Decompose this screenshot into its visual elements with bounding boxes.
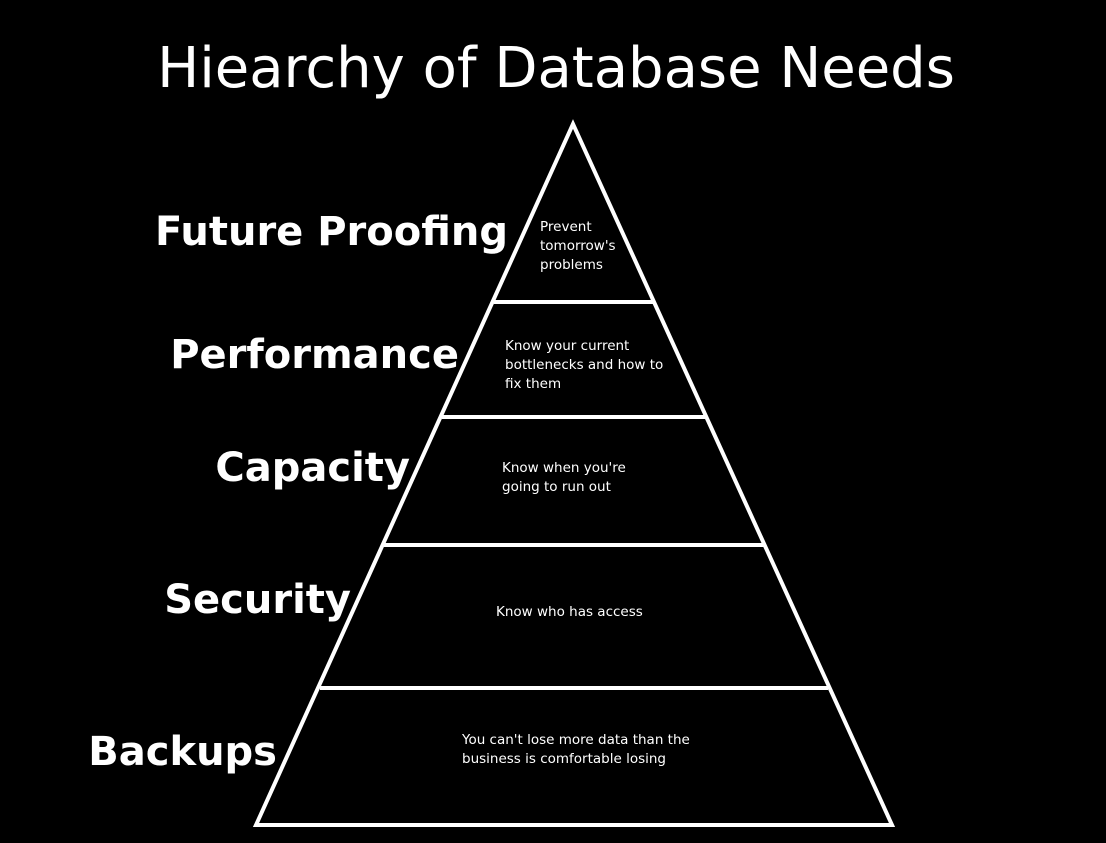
tier-description-capacity: Know when you're going to run out [502, 460, 626, 495]
tier-label-security: Security [164, 577, 351, 623]
tier-label-performance: Performance [170, 332, 459, 378]
diagram-title: Hiearchy of Database Needs [157, 36, 955, 101]
tier-label-future-proofing: Future Proofing [155, 209, 508, 255]
tier-description-security: Know who has access [496, 604, 643, 620]
pyramid-triangle [252, 119, 896, 827]
tier-label-backups: Backups [88, 729, 277, 775]
tier-description-backups: You can't lose more data than the busine… [462, 732, 690, 767]
tier-label-capacity: Capacity [215, 445, 410, 491]
tier-description-performance: Know your current bottlenecks and how to… [505, 338, 664, 392]
tier-description-future-proofing: Prevent tomorrow's problems [540, 219, 616, 273]
